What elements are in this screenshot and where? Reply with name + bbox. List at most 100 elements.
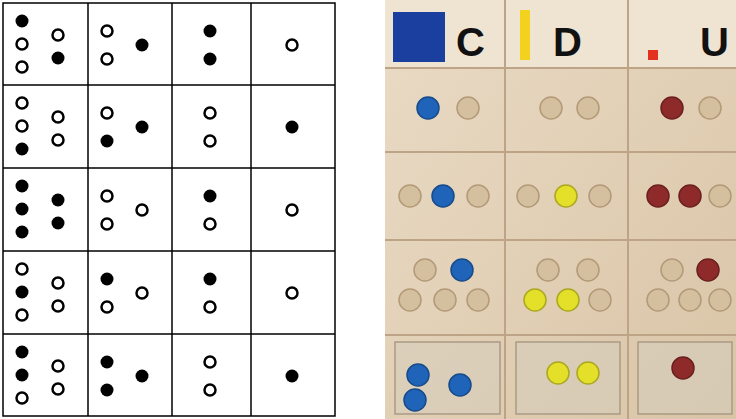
empty-hole: [537, 259, 559, 281]
counter-disc: [524, 289, 546, 311]
hollow-dot: [53, 384, 64, 395]
glass-panel: [638, 342, 732, 414]
glass-panel: [516, 342, 620, 414]
grid-line: [87, 3, 89, 416]
hollow-dot: [102, 108, 113, 119]
empty-hole: [589, 289, 611, 311]
grid-line: [3, 250, 335, 252]
filled-dot: [16, 143, 29, 156]
counter-disc: [449, 374, 471, 396]
hollow-dot: [287, 288, 298, 299]
filled-dot: [136, 370, 149, 383]
hollow-dot: [53, 30, 64, 41]
filled-dot: [204, 53, 217, 66]
column-letter: D: [553, 22, 582, 62]
hollow-dot: [287, 40, 298, 51]
empty-hole: [467, 185, 489, 207]
grid-line: [171, 3, 173, 416]
filled-dot: [136, 121, 149, 134]
filled-dot: [16, 346, 29, 359]
counter-disc: [451, 259, 473, 281]
counter-disc: [432, 185, 454, 207]
hollow-dot: [102, 54, 113, 65]
yellow-bar: [520, 10, 530, 60]
empty-hole: [577, 259, 599, 281]
hollow-dot: [17, 393, 28, 404]
header-band: [385, 0, 736, 68]
filled-dot: [204, 273, 217, 286]
hollow-dot: [53, 361, 64, 372]
board-groove: [385, 239, 736, 241]
hollow-dot: [17, 310, 28, 321]
empty-hole: [399, 289, 421, 311]
counter-disc: [417, 97, 439, 119]
column-letter: U: [700, 22, 729, 62]
hollow-dot: [102, 219, 113, 230]
filled-dot: [52, 194, 65, 207]
hollow-dot: [17, 264, 28, 275]
filled-dot: [286, 370, 299, 383]
filled-dot: [101, 273, 114, 286]
hollow-dot: [102, 191, 113, 202]
wooden-board: [385, 0, 736, 419]
empty-hole: [661, 259, 683, 281]
filled-dot: [204, 190, 217, 203]
empty-hole: [577, 97, 599, 119]
counter-disc: [672, 357, 694, 379]
board-groove: [385, 334, 736, 336]
filled-dot: [16, 180, 29, 193]
hollow-dot: [102, 302, 113, 313]
column-letter: C: [456, 22, 485, 62]
hollow-dot: [17, 121, 28, 132]
empty-hole: [434, 289, 456, 311]
grid-line: [3, 84, 335, 86]
hollow-dot: [205, 136, 216, 147]
hollow-dot: [287, 205, 298, 216]
empty-hole: [517, 185, 539, 207]
empty-hole: [647, 289, 669, 311]
hollow-dot: [205, 219, 216, 230]
filled-dot: [101, 356, 114, 369]
filled-dot: [286, 121, 299, 134]
board-groove: [504, 0, 506, 419]
hollow-dot: [137, 288, 148, 299]
counter-disc: [557, 289, 579, 311]
counter-disc: [407, 364, 429, 386]
empty-hole: [679, 289, 701, 311]
dot-grid: [3, 3, 335, 416]
empty-hole: [699, 97, 721, 119]
hollow-dot: [17, 62, 28, 73]
hollow-dot: [17, 98, 28, 109]
counter-disc: [577, 362, 599, 384]
grid-frame: [3, 3, 335, 416]
empty-hole: [467, 289, 489, 311]
empty-hole: [589, 185, 611, 207]
counter-disc: [404, 389, 426, 411]
counter-disc: [697, 259, 719, 281]
empty-hole: [540, 97, 562, 119]
hollow-dot: [17, 39, 28, 50]
filled-dot: [16, 203, 29, 216]
filled-dot: [101, 135, 114, 148]
hollow-dot: [205, 108, 216, 119]
grid-line: [250, 3, 252, 416]
board-groove: [385, 67, 736, 69]
counter-disc: [555, 185, 577, 207]
hollow-dot: [53, 301, 64, 312]
filled-dot: [204, 25, 217, 38]
filled-dot: [16, 286, 29, 299]
filled-dot: [101, 384, 114, 397]
hollow-dot: [205, 385, 216, 396]
glass-panel: [395, 342, 500, 414]
blue-square: [393, 12, 445, 62]
empty-hole: [414, 259, 436, 281]
empty-hole: [709, 185, 731, 207]
board-groove: [385, 151, 736, 153]
hollow-dot: [53, 112, 64, 123]
filled-dot: [136, 39, 149, 52]
counter-disc: [661, 97, 683, 119]
hollow-dot: [205, 302, 216, 313]
hollow-dot: [137, 205, 148, 216]
